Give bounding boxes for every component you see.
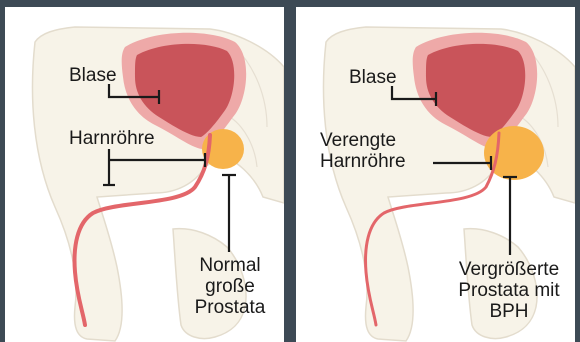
- bladder-label: Blase: [349, 67, 397, 88]
- urethra-label: Harnröhre: [69, 128, 155, 149]
- prostate-label-line: große: [181, 276, 279, 297]
- prostate-label-line: Vergrößerte: [440, 259, 575, 280]
- bph-panel: Blase Verengte Harnröhre Vergrößerte Pro…: [296, 7, 575, 342]
- urethra-label-line: Harnröhre: [320, 151, 406, 172]
- normal-prostate-panel: Blase Harnröhre Normal große Prostata: [5, 7, 284, 342]
- urethra-label-line: Verengte: [320, 130, 406, 151]
- prostate-label-line: Normal: [181, 255, 279, 276]
- bladder-label: Blase: [69, 65, 117, 86]
- prostate-label-line: Prostata: [181, 297, 279, 318]
- prostate-label: Normal große Prostata: [181, 255, 279, 318]
- urethra-label: Verengte Harnröhre: [320, 130, 406, 172]
- prostate-label: Vergrößerte Prostata mit BPH: [440, 259, 575, 322]
- prostate-label-line: Prostata mit: [440, 280, 575, 301]
- prostate-label-line: BPH: [440, 301, 575, 322]
